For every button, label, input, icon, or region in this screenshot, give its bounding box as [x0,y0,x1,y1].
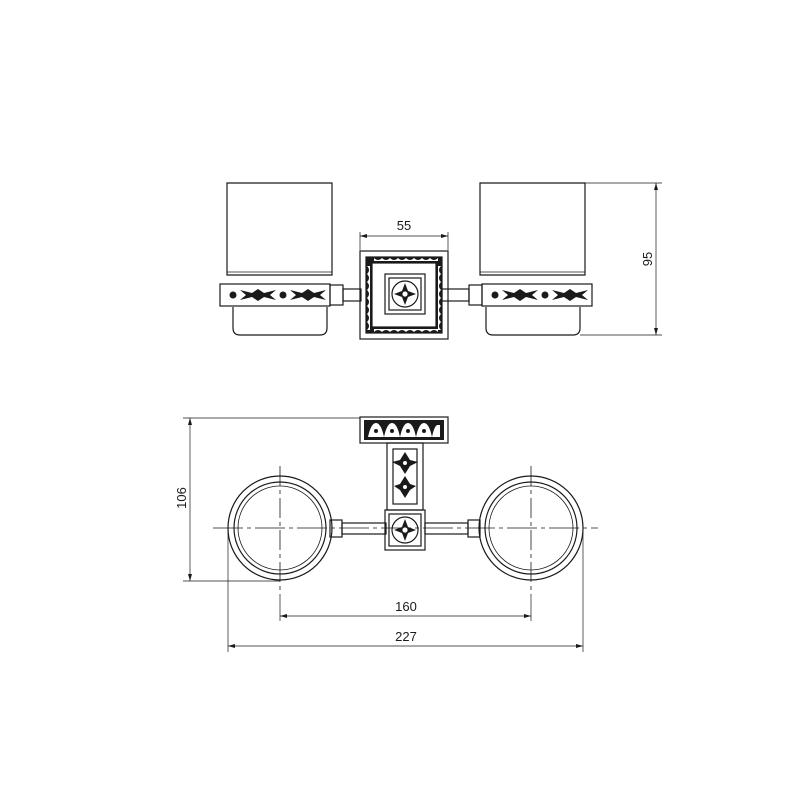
left-cup-front [226,182,333,336]
dim-95-label: 95 [640,252,655,266]
dim-160-label: 160 [395,599,417,614]
left-band-front [219,283,331,307]
wall-plate-front [359,250,449,340]
left-arm-front [329,284,362,306]
dim-227-label: 227 [395,629,417,644]
top-view: 106 160 227 [174,416,598,652]
dim-160: 160 [279,595,532,621]
right-band-front [481,283,593,307]
stem-top [386,442,424,511]
dim-55-label: 55 [397,218,411,233]
dim-55: 55 [359,218,449,250]
dim-106: 106 [174,417,360,582]
right-cup-front [479,182,586,336]
center-hub-top [384,509,426,551]
wall-plate-top [359,416,449,444]
dim-106-label: 106 [174,487,189,509]
dim-227: 227 [227,528,584,652]
front-view: 55 95 [219,182,662,340]
dim-95: 95 [580,182,662,336]
